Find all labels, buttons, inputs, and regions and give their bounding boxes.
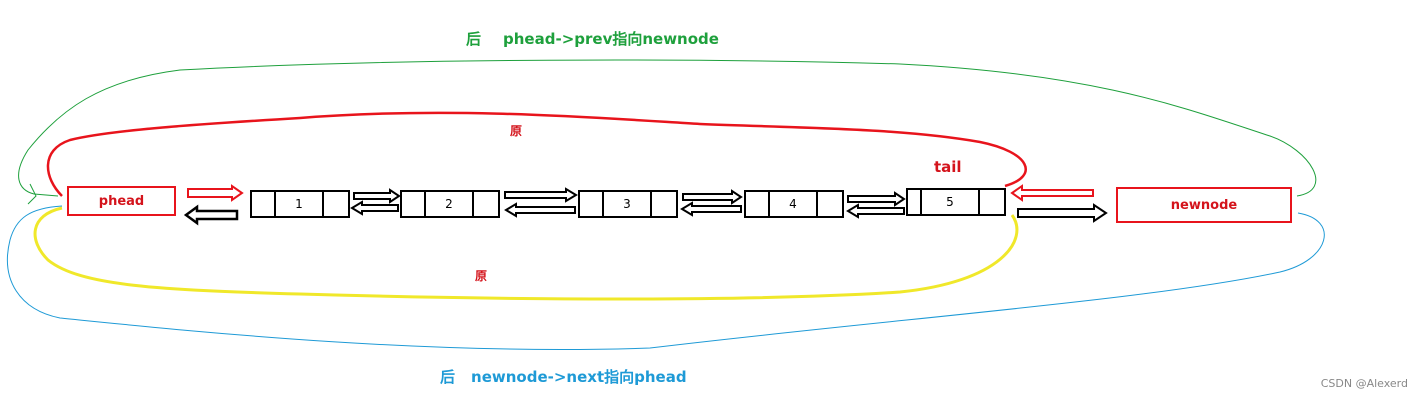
yellow-original-curve (33, 206, 1019, 301)
arrow-3-4-forward (682, 189, 743, 205)
arrow-newnode-to-tail (1010, 184, 1094, 202)
bottom-caption-text: newnode->next指向phead (471, 368, 687, 386)
arrow-5-4-back (846, 203, 905, 219)
arrow-node1-to-phead (183, 204, 239, 226)
list-node-3: 3 (578, 190, 678, 218)
list-node-5-value: 5 (946, 195, 954, 209)
arrow-1-2-forward (353, 188, 401, 204)
list-node-2: 2 (400, 190, 500, 218)
blue-next-curve (6, 205, 1325, 350)
bottom-caption-after: 后 (440, 368, 456, 386)
list-node-2-value: 2 (445, 197, 453, 211)
arrow-2-1-back (350, 200, 399, 216)
newnode-node: newnode (1116, 187, 1292, 223)
arrow-tail-to-newnode (1017, 203, 1108, 223)
phead-label: phead (98, 193, 145, 209)
red-original-curve (46, 111, 1027, 197)
green-arrowhead (27, 183, 37, 205)
arrow-2-3-forward (504, 187, 578, 203)
arrow-3-2-back (504, 202, 576, 218)
top-caption: 后 phead->prev指向newnode (466, 28, 719, 49)
list-node-1: 1 (250, 190, 350, 218)
green-prev-curve (18, 59, 1317, 197)
watermark: CSDN @Alexerd (1320, 377, 1408, 390)
top-caption-text: phead->prev指向newnode (503, 30, 719, 48)
arrow-4-5-forward (847, 191, 906, 207)
list-node-4: 4 (744, 190, 844, 218)
list-node-4-value: 4 (789, 197, 797, 211)
original-label-top: 原 (510, 124, 523, 138)
list-node-5-tail: 5 (906, 188, 1006, 216)
newnode-label: newnode (1170, 197, 1238, 213)
phead-node: phead (67, 186, 176, 216)
tail-label: tail (934, 158, 962, 176)
original-label-bottom: 原 (475, 269, 488, 283)
bottom-caption: 后 newnode->next指向phead (440, 366, 687, 387)
list-node-3-value: 3 (623, 197, 631, 211)
list-node-1-value: 1 (295, 197, 303, 211)
top-caption-after: 后 (466, 30, 482, 48)
arrow-phead-to-node1 (187, 184, 244, 202)
arrow-4-3-back (680, 201, 742, 217)
